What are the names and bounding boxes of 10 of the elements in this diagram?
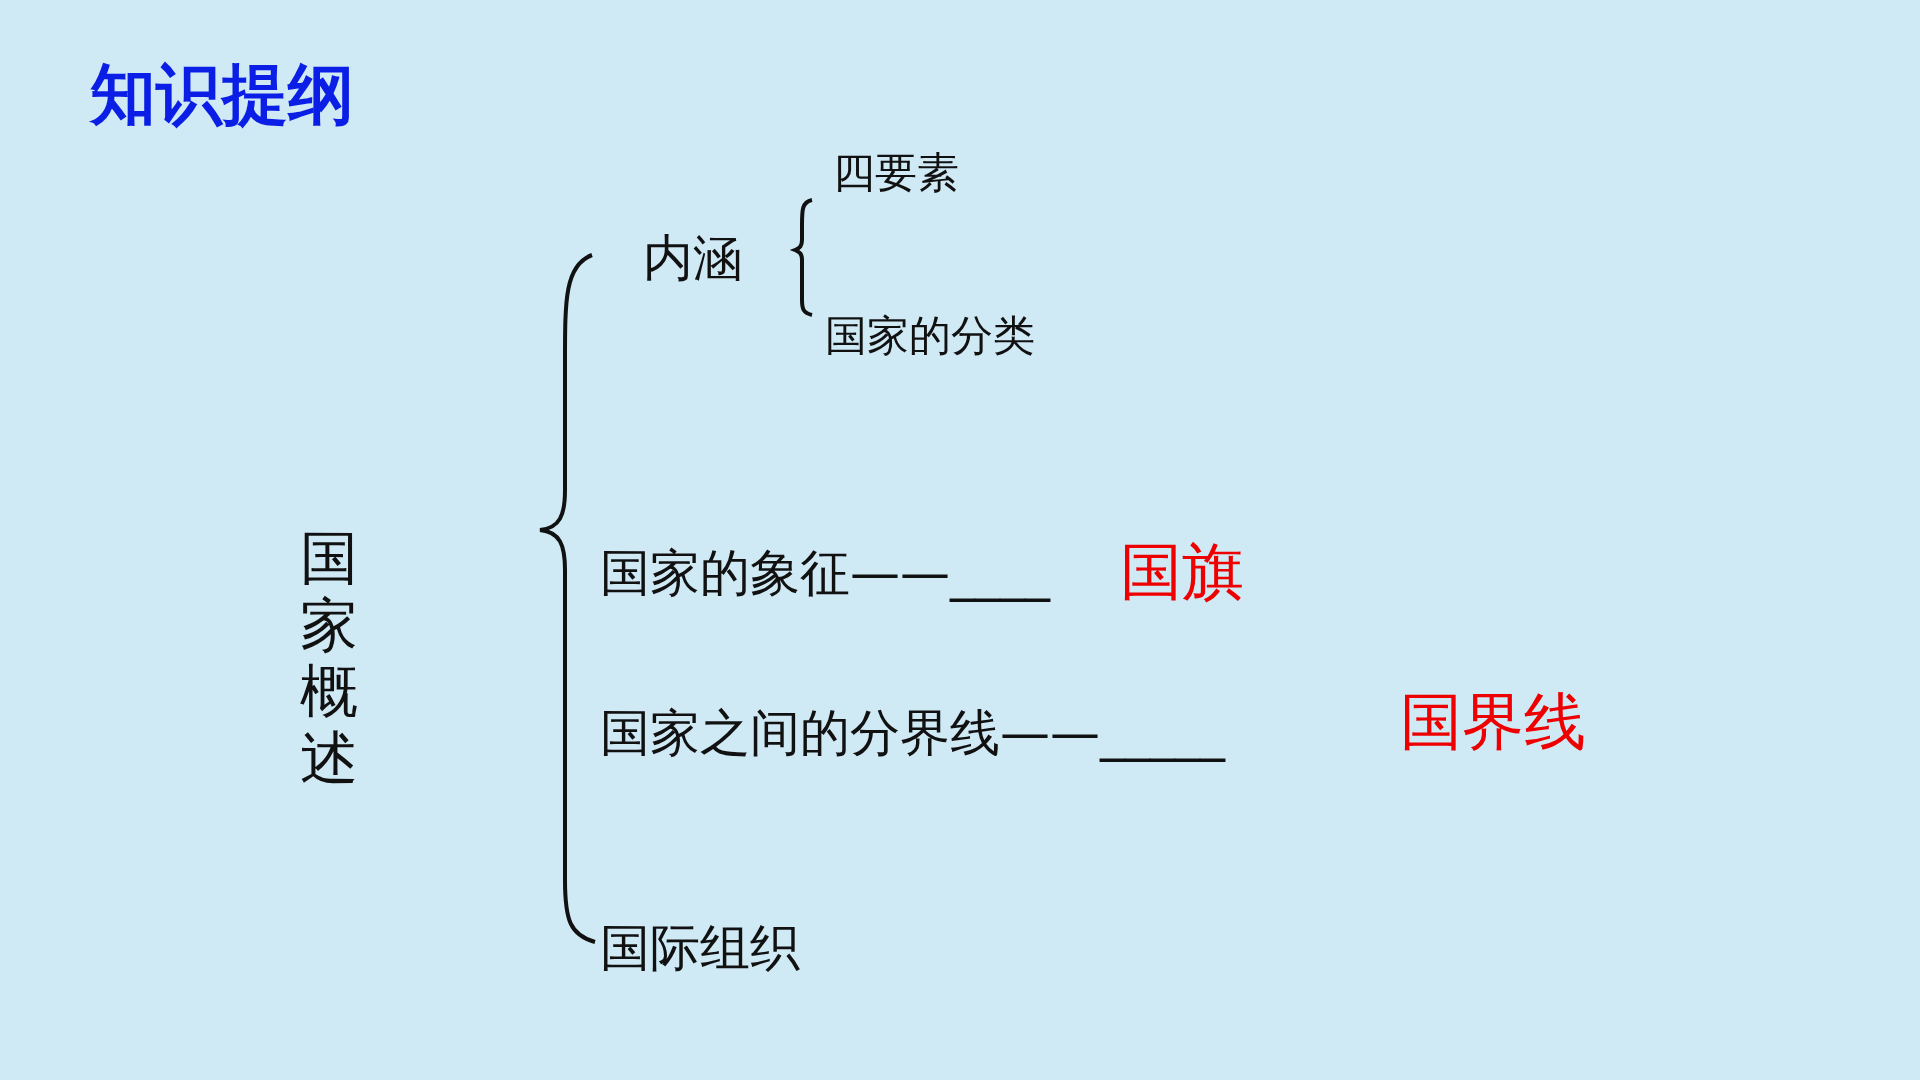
branch-label: 国家的分类 [825, 310, 1035, 362]
title: 知识提纲 [90, 55, 354, 135]
branch-label: 国际组织 [600, 918, 800, 979]
fill-in-sentence: 国家之间的分界线——_____ [600, 703, 1225, 764]
fill-in-sentence: 国家的象征——____ [600, 543, 1050, 604]
answer-text: 国旗 [1120, 534, 1244, 610]
branch-label: 四要素 [833, 147, 959, 199]
topic-label: 国家概述 [300, 525, 399, 792]
branch-label: 内涵 [643, 228, 743, 289]
answer-text: 国界线 [1400, 684, 1586, 760]
